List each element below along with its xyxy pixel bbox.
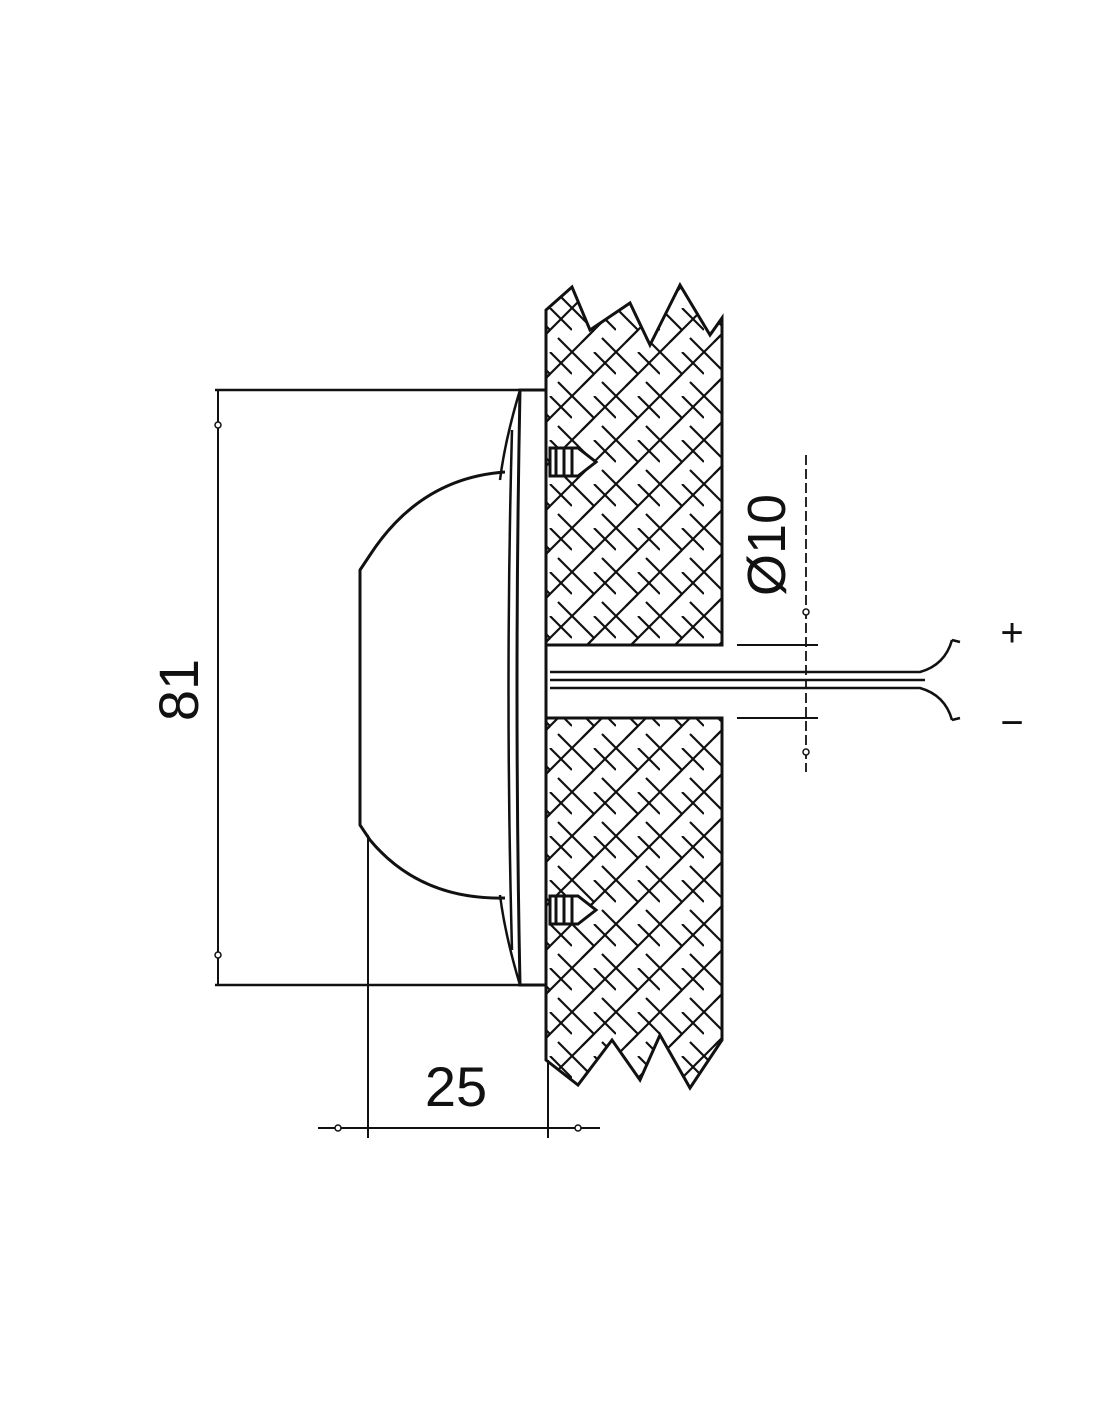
polarity-positive: + <box>1000 611 1023 655</box>
dome-lens <box>358 470 506 900</box>
cable <box>550 638 961 722</box>
dimension-hole-label: Ø10 <box>737 494 797 596</box>
dimension-depth-label: 25 <box>425 1055 487 1118</box>
screw-top <box>548 446 599 478</box>
dimension-depth <box>318 835 600 1138</box>
mounting-flange <box>498 388 548 987</box>
screw-bottom <box>548 894 599 926</box>
dimension-height-label: 81 <box>147 659 210 721</box>
polarity-negative: − <box>1000 701 1023 745</box>
dimension-hole <box>737 455 818 772</box>
wall-section <box>544 281 724 1091</box>
dimension-height <box>214 390 222 985</box>
